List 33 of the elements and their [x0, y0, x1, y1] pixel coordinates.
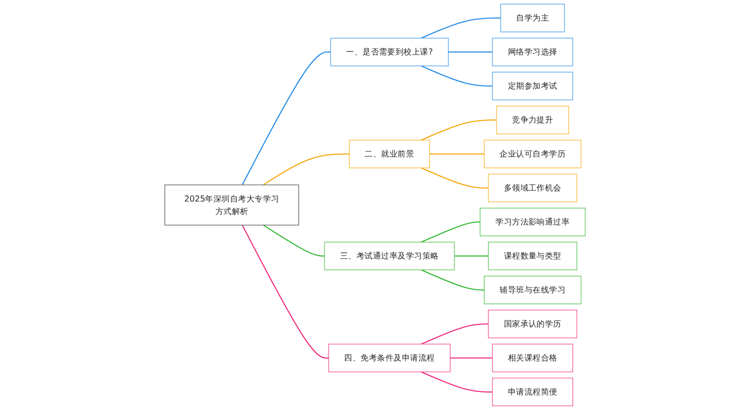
node-box: 国家承认的学历 — [488, 310, 578, 338]
connector — [262, 224, 325, 256]
node-box: 四、免考条件及申请流程 — [328, 344, 450, 372]
connector — [421, 65, 492, 87]
connector — [262, 154, 350, 186]
connector — [421, 221, 480, 243]
connector — [421, 18, 501, 39]
node-box: 辅导班与在线学习 — [484, 276, 582, 304]
connector — [450, 357, 492, 358]
node-box: 二、就业前景 — [348, 140, 430, 168]
node-box: 相关课程合格 — [492, 344, 574, 372]
connector — [421, 167, 488, 189]
node-box: 2025年深圳自考大专学习方式解析 — [164, 184, 300, 226]
connector — [242, 52, 331, 186]
node-box: 课程数量与类型 — [488, 242, 578, 270]
node-box: 三、考试通过率及学习策略 — [324, 242, 455, 270]
node-box: 自学为主 — [500, 4, 565, 32]
connector — [421, 269, 484, 290]
node-box: 学习方法影响通过率 — [480, 208, 586, 236]
node-box: 竞争力提升 — [496, 106, 569, 134]
node-box: 定期参加考试 — [492, 72, 574, 100]
node-box: 一、是否需要到校上课? — [330, 38, 449, 66]
node-box: 网络学习选择 — [492, 38, 574, 66]
connector — [421, 323, 488, 345]
connector — [448, 52, 492, 53]
connector — [454, 255, 488, 256]
connector — [421, 120, 497, 141]
node-box: 申请流程简便 — [492, 378, 574, 406]
node-box: 企业认可自考学历 — [484, 140, 582, 168]
connector — [242, 224, 329, 358]
connector — [421, 371, 492, 392]
connector — [430, 154, 484, 155]
node-box: 多领域工作机会 — [488, 174, 578, 202]
